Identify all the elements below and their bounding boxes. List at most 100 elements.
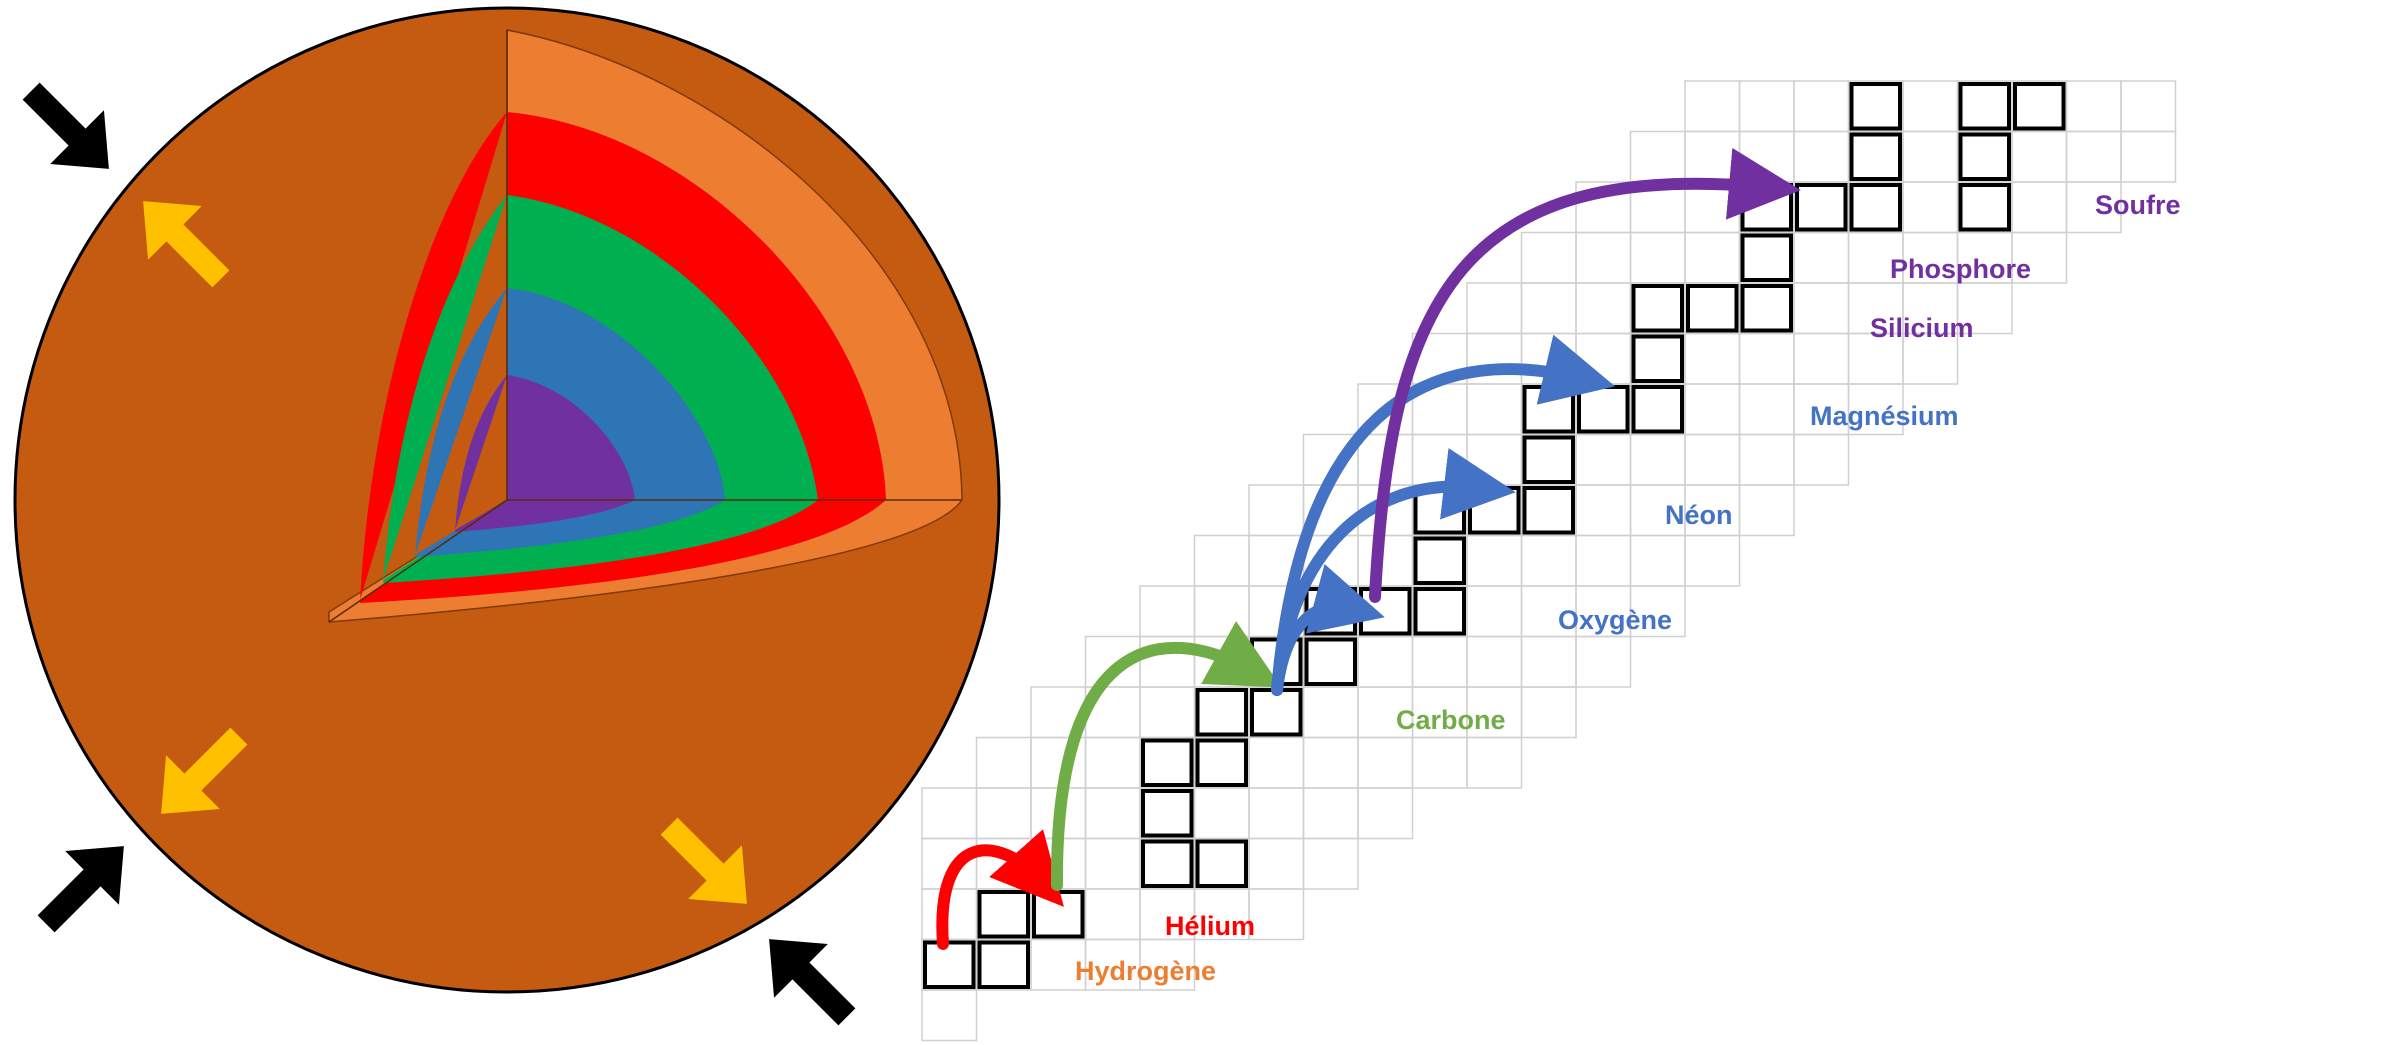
grid-cell — [1629, 534, 1686, 587]
pressure-arrows — [22, 82, 856, 1026]
nucleus-box — [1740, 233, 1793, 282]
grid-cell — [1793, 80, 1850, 133]
nucleus-box — [1468, 486, 1521, 535]
grid-cell — [2065, 130, 2122, 183]
nucleus-box — [1740, 284, 1793, 333]
grid-cell — [1248, 888, 1305, 941]
grid-cell — [1684, 383, 1741, 436]
nucleus-box — [1141, 789, 1194, 838]
nucleus-box — [1631, 284, 1684, 333]
grid-cell — [1248, 736, 1305, 789]
grid-cell — [975, 787, 1032, 840]
nucleus-box — [1304, 637, 1357, 686]
star-cross-section — [13, 6, 1001, 994]
grid-cell — [1357, 635, 1414, 688]
layer-core — [455, 375, 635, 532]
grid-cell — [1193, 585, 1250, 638]
grid-cell — [1084, 837, 1141, 890]
nucleus-box — [1195, 738, 1248, 787]
grid-cell — [1302, 686, 1359, 739]
grid-cell — [1466, 585, 1523, 638]
grid-cell — [2011, 181, 2068, 234]
grid-cell — [1139, 686, 1196, 739]
nucleus-box — [1849, 132, 1902, 181]
element-labels: Hydrogène Hélium Carbone Oxygène Néon Ma… — [1075, 190, 2181, 986]
nucleus-box — [1250, 688, 1303, 737]
grid-cell — [1738, 130, 1795, 183]
nucleus-boxes — [923, 82, 2066, 989]
grid-cell — [1629, 130, 1686, 183]
grid-cell — [1902, 130, 1959, 183]
nucleus-box — [1359, 587, 1412, 636]
nucleus-box — [1522, 435, 1575, 484]
nucleus-box — [1686, 284, 1739, 333]
grid-cell — [1684, 80, 1741, 133]
grid-cell — [1193, 534, 1250, 587]
grid-cell — [1793, 332, 1850, 385]
grid-cell — [1084, 888, 1141, 941]
grid-cell — [1411, 635, 1468, 688]
grid-cell — [1793, 282, 1850, 335]
black-arrow-icon — [37, 846, 124, 933]
grid-cell — [1466, 736, 1523, 789]
grid-cell — [1466, 534, 1523, 587]
grid-cell — [1684, 534, 1741, 587]
grid-cell — [2120, 130, 2177, 183]
yellow-arrow-icon — [143, 201, 230, 288]
nucleus-box — [1195, 839, 1248, 888]
grid-cell — [1684, 130, 1741, 183]
fusion-arrow-magnesium — [1271, 334, 1616, 696]
grid-cell — [1793, 130, 1850, 183]
nucleus-box — [1141, 738, 1194, 787]
nucleus-box — [1413, 536, 1466, 585]
nucleus-box — [1958, 82, 2011, 131]
grid-cell — [1084, 736, 1141, 789]
grid-cell — [1466, 433, 1523, 486]
label-oxygene: Oxygène — [1558, 605, 1672, 635]
grid-cell — [1302, 736, 1359, 789]
grid-cell — [921, 787, 978, 840]
grid-cell — [1248, 787, 1305, 840]
grid-cell — [1084, 787, 1141, 840]
grid-cell — [1738, 80, 1795, 133]
nucleus-box — [1849, 183, 1902, 232]
grid-cell — [1139, 585, 1196, 638]
grid-cell — [1629, 433, 1686, 486]
fusion-arrow-carbone — [1050, 621, 1282, 891]
grid-cell — [2065, 80, 2122, 133]
grid-cell — [1738, 433, 1795, 486]
grid-cell — [1902, 181, 1959, 234]
grid-cell — [1684, 332, 1741, 385]
grid-cell — [1575, 433, 1632, 486]
grid-cell — [2120, 80, 2177, 133]
grid-cell — [1684, 433, 1741, 486]
grid-cell — [1466, 635, 1523, 688]
nucleus-box — [1795, 183, 1848, 232]
grid-cell — [1520, 635, 1577, 688]
grid-cell — [1575, 635, 1632, 688]
grid-cell — [1575, 484, 1632, 537]
nucleus-box — [1195, 688, 1248, 737]
label-carbone: Carbone — [1396, 705, 1506, 735]
nucleus-box — [977, 940, 1030, 989]
fusion-arrow-helium — [936, 829, 1064, 950]
label-helium: Hélium — [1165, 911, 1255, 941]
yellow-arrow-icon — [660, 817, 747, 904]
grid-cell — [1629, 231, 1686, 284]
grid-cell — [1520, 282, 1577, 335]
grid-cell — [1411, 433, 1468, 486]
grid-cell — [1793, 433, 1850, 486]
grid-cell — [1793, 231, 1850, 284]
nucleus-box — [923, 940, 976, 989]
grid-cell — [1357, 534, 1414, 587]
label-hydrogene: Hydrogène — [1075, 956, 1216, 986]
label-silicium: Silicium — [1870, 313, 1974, 343]
grid-cell — [1902, 80, 1959, 133]
grid-cell — [1520, 231, 1577, 284]
grid-cell — [1738, 484, 1795, 537]
grid-cell — [1575, 534, 1632, 587]
grid-cell — [1520, 534, 1577, 587]
label-phosphore: Phosphore — [1890, 254, 2031, 284]
grid-cell — [1738, 332, 1795, 385]
nucleus-box — [1958, 183, 2011, 232]
